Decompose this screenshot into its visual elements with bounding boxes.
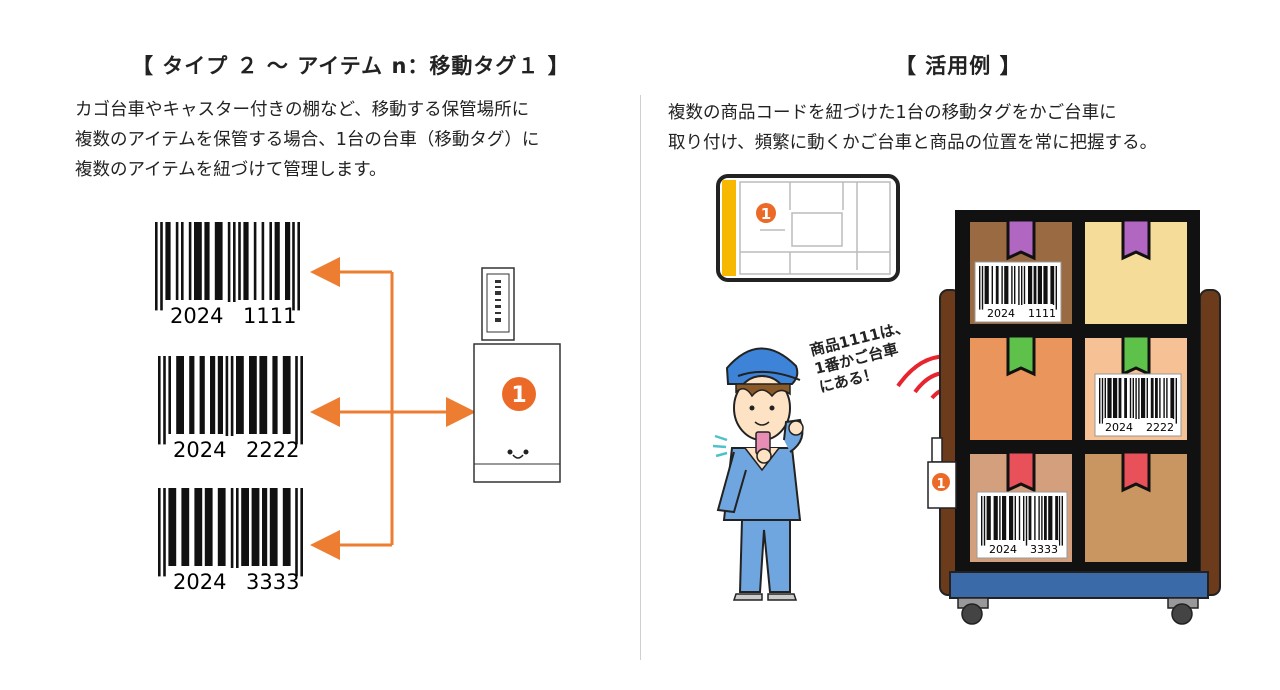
- map-floorplan: [739, 181, 891, 275]
- box-barcode-3333-left: 2024: [989, 543, 1017, 556]
- map-marker: [756, 203, 776, 223]
- right-desc-line-1: 複数の商品コードを紐づけた1台の移動タグをかご台車に: [668, 103, 1117, 123]
- tag-antenna-print: [495, 280, 501, 322]
- box-barcode-1111-left: 2024: [987, 307, 1015, 320]
- left-description: カゴ台車やキャスター付きの棚など、移動する保管場所に 複数のアイテムを保管する場…: [75, 95, 539, 185]
- box-tabs: [1006, 218, 1151, 493]
- panel-divider: [640, 95, 641, 660]
- cart-tag: 1: [927, 437, 957, 509]
- map-sidebar: [722, 180, 736, 276]
- notify-marks: [712, 434, 728, 458]
- barcode-3333: 2024 3333: [158, 488, 303, 594]
- barcode-2222-right: 2222: [246, 438, 299, 462]
- barcode-3333-left: 2024: [173, 570, 226, 594]
- moving-tag-device: 1: [473, 267, 561, 483]
- tag-number-badge: [502, 377, 536, 411]
- tag-number: 1: [511, 383, 526, 408]
- map-marker-number: 1: [761, 205, 771, 223]
- tablet-map: 1: [716, 174, 900, 282]
- box-barcode-2222: 2024 2222: [1094, 373, 1182, 437]
- barcode-3333-right: 3333: [246, 570, 299, 594]
- barcode-1111-right: 1111: [243, 304, 296, 328]
- box-barcode-3333: 2024 3333: [976, 491, 1068, 559]
- link-arrows: [310, 257, 476, 560]
- right-desc-line-2: 取り付け、頻繁に動くかご台車と商品の位置を常に把握する。: [668, 133, 1158, 153]
- barcode-2222-left: 2024: [173, 438, 226, 462]
- cart-rail-right: [1199, 289, 1221, 596]
- left-title: 【 タイプ ２ ～ アイテム n：移動タグ１ 】: [132, 54, 570, 78]
- worker-cap: [725, 347, 799, 385]
- left-desc-line-3: 複数のアイテムを紐づけて管理します。: [75, 160, 387, 180]
- right-description: 複数の商品コードを紐づけた1台の移動タグをかご台車に 取り付け、頻繁に動くかご台…: [668, 98, 1157, 158]
- box-barcode-3333-right: 3333: [1030, 543, 1058, 556]
- cart: 2024 1111 2024 2222 2024 3333: [927, 210, 1221, 625]
- worker-pants: [738, 519, 791, 593]
- cart-wheels: [957, 597, 1199, 625]
- barcode-2222: 2024 2222: [158, 356, 303, 462]
- box-barcode-1111-right: 1111: [1028, 307, 1056, 320]
- tag-body: [473, 343, 561, 483]
- right-title: 【 活用例 】: [895, 54, 1022, 78]
- box-barcode-2222-right: 2222: [1146, 421, 1174, 434]
- cart-base: [949, 571, 1209, 599]
- box-barcode-2222-left: 2024: [1105, 421, 1133, 434]
- left-desc-line-1: カゴ台車やキャスター付きの棚など、移動する保管場所に: [75, 100, 530, 120]
- barcode-1111-left: 2024: [170, 304, 223, 328]
- tag-face: [512, 454, 524, 459]
- barcode-1111: 2024 1111: [155, 222, 300, 328]
- worker-illustration: [712, 347, 804, 601]
- cart-tag-number: 1: [936, 477, 945, 492]
- left-desc-line-2: 複数のアイテムを保管する場合、1台の台車（移動タグ）に: [75, 130, 540, 150]
- box-barcode-1111: 2024 1111: [974, 261, 1062, 323]
